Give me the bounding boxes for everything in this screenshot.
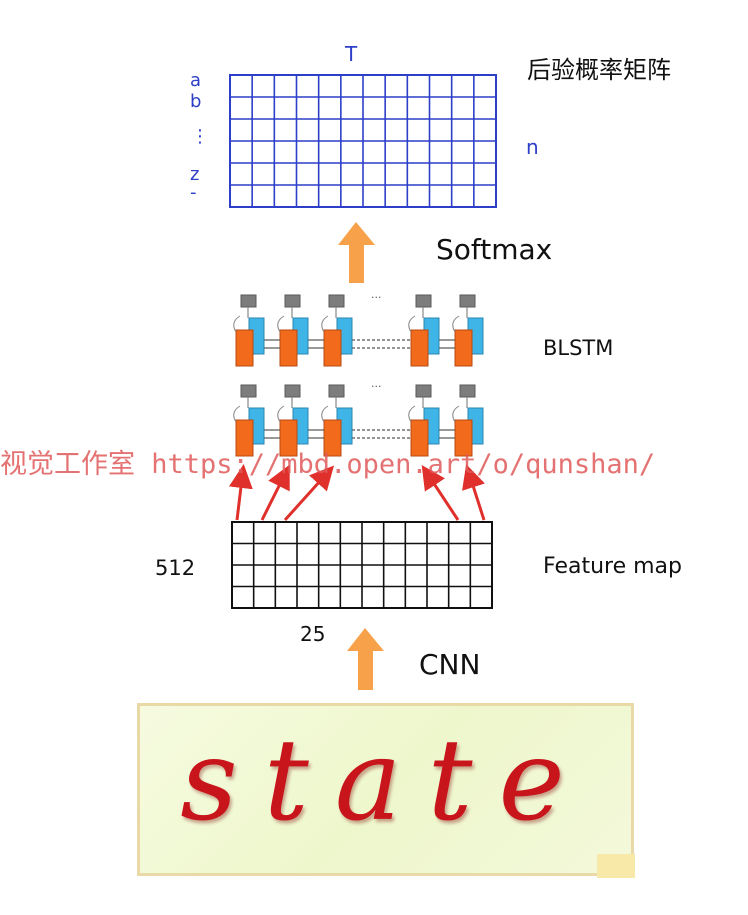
lstm-output-box	[415, 384, 432, 398]
cnn-arrow	[347, 628, 384, 690]
connector-arrow	[462, 464, 486, 521]
feature-connectors	[228, 464, 486, 522]
lstm-output-box	[240, 384, 257, 398]
lstm-forward-cell	[454, 329, 473, 367]
connector-arrow	[283, 465, 335, 522]
row-label-blank: -	[190, 182, 197, 203]
row-label-z: z	[190, 164, 200, 185]
lstm-forward-cell	[235, 329, 254, 367]
softmax-label: Softmax	[436, 233, 553, 266]
feature-height-label: 512	[155, 556, 196, 580]
lstm-loop	[233, 315, 241, 333]
ellipsis-mid: ···	[371, 380, 382, 393]
row-label-b: b	[190, 91, 202, 112]
input-image: state	[137, 703, 634, 876]
lstm-output-box	[415, 294, 432, 308]
lstm-forward-cell	[235, 419, 254, 457]
cnn-label: CNN	[419, 648, 481, 681]
connector-arrow	[228, 464, 253, 521]
lstm-output-box	[459, 384, 476, 398]
row-label-a: a	[190, 70, 202, 91]
ellipsis-top: ···	[371, 291, 382, 304]
lstm-loop	[408, 405, 416, 423]
lstm-output-box	[328, 384, 345, 398]
lstm-forward-cell	[323, 329, 342, 367]
lstm-loop	[321, 405, 329, 423]
input-word: state	[180, 716, 591, 846]
lstm-output-box	[284, 294, 301, 308]
class-axis-label: n	[526, 135, 539, 159]
time-axis-label: T	[345, 42, 358, 66]
lstm-output-box	[240, 294, 257, 308]
lstm-loop	[452, 315, 460, 333]
corner-patch	[597, 854, 635, 878]
lstm-output-box	[284, 384, 301, 398]
connector-arrow	[421, 464, 460, 521]
feature-map-label: Feature map	[543, 554, 683, 579]
lstm-forward-cell	[410, 329, 429, 367]
blstm-layer	[233, 294, 484, 457]
feature-map-grid	[231, 521, 493, 609]
watermark: 视觉工作室 https://mbd.open.art/o/qunshan/	[0, 449, 656, 480]
row-label-vdots: ⋮	[191, 126, 209, 147]
lstm-loop	[321, 315, 329, 333]
posterior-matrix-grid	[229, 74, 497, 208]
blstm-label: BLSTM	[543, 336, 614, 360]
lstm-forward-cell	[410, 419, 429, 457]
softmax-arrow	[338, 222, 375, 283]
posterior-matrix-label: 后验概率矩阵	[527, 56, 671, 84]
lstm-loop	[277, 405, 285, 423]
lstm-output-box	[459, 294, 476, 308]
lstm-loop	[277, 315, 285, 333]
lstm-forward-cell	[279, 329, 298, 367]
feature-width-label: 25	[300, 622, 326, 646]
lstm-loop	[233, 405, 241, 423]
connector-arrow	[260, 464, 290, 521]
lstm-loop	[452, 405, 460, 423]
lstm-output-box	[328, 294, 345, 308]
lstm-loop	[408, 315, 416, 333]
